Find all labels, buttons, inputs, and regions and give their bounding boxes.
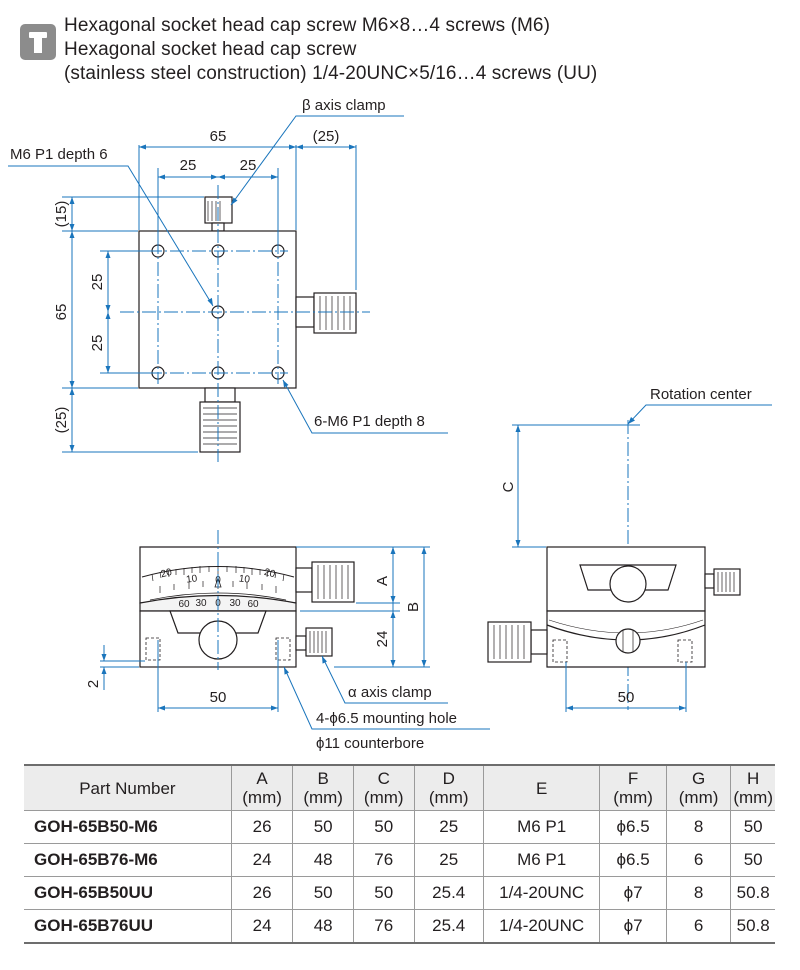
header-line-2: Hexagonal socket head cap screw [64,39,357,60]
cell-d: 25 [413,843,484,877]
cell-h: 50 [730,843,775,877]
scale-upper-20-left: 20 [160,567,174,580]
header: Hexagonal socket head cap screw M6×8…4 s… [18,14,788,90]
dim-offset-top: (15) [53,201,70,228]
scale-lower-30-left: 30 [195,598,207,609]
header-text: Hexagonal socket head cap screw M6×8…4 s… [64,14,597,86]
cell-g: 8 [665,810,732,844]
cell-b: 50 [292,876,354,910]
dim-2: 2 [85,680,102,688]
dim-pitch-lower: 25 [89,335,106,352]
scale-lower-30-right: 30 [229,598,241,609]
dim-c: C [500,481,517,492]
callout-center-tap: M6 P1 depth 6 [10,146,108,163]
header-line-3: (stainless steel construction) 1/4-20UNC… [64,63,598,84]
dim-pitch-right: 25 [240,157,257,174]
callout-counterbore: ϕ11 counterbore [316,735,424,752]
technical-drawing: 65 (25) 25 25 (15) 65 (25) 25 25 β axis … [8,97,772,752]
cell-c: 76 [352,909,415,944]
right-knob [313,292,357,334]
cell-a: 24 [230,843,294,877]
cell-f: ϕ6.5 [599,810,667,844]
side-view: Rotation center C [487,386,772,712]
col-header: B(mm) [292,764,354,811]
cell-e: 1/4-20UNC [482,909,601,944]
cell-h: 50 [730,810,775,844]
dim-height: 65 [53,304,70,321]
cell-a: 26 [230,876,294,910]
callout-alpha-clamp: α axis clamp [348,684,432,701]
cell-b: 48 [292,843,354,877]
dim-offset-bottom: (25) [53,407,70,434]
front-view: 20 10 0 10 20 60 30 0 30 60 [85,530,490,752]
dim-offset-right: (25) [313,128,340,145]
header-line-1: Hexagonal socket head cap screw M6×8…4 s… [64,15,551,36]
dim-a: A [374,576,391,586]
scale-upper-20-right: 20 [263,567,277,580]
cell-c: 50 [352,876,415,910]
cell-f: ϕ7 [599,876,667,910]
dim-width: 65 [210,128,227,145]
scale-upper-10-right: 10 [238,573,251,585]
part-number: GOH-65B50-M6 [24,810,232,844]
hex-screw-icon [20,24,56,60]
dim-24: 24 [374,631,391,648]
dim-b: B [405,602,422,612]
scale-lower-60-right: 60 [247,599,259,610]
front-upper-knob [311,561,355,603]
cell-g: 8 [665,876,732,910]
angle-scale [151,565,285,593]
cell-e: M6 P1 [482,843,601,877]
table-header-row: Part Number A(mm) B(mm) C(mm) D(mm) E F(… [24,764,775,811]
table-row: GOH-65B50-M6 26 50 50 25 M6 P1 ϕ6.5 8 50 [24,810,775,844]
scale-lower-60-left: 60 [178,599,190,610]
cell-e: M6 P1 [482,810,601,844]
col-header: A(mm) [230,764,294,811]
cell-a: 26 [230,810,294,844]
cell-d: 25.4 [413,876,484,910]
part-number: GOH-65B76UU [24,909,232,944]
cell-h: 50.8 [730,876,775,910]
cell-e: 1/4-20UNC [482,876,601,910]
col-header: F(mm) [599,764,667,811]
cell-c: 76 [352,843,415,877]
cell-f: ϕ7 [599,909,667,944]
table-row: GOH-65B76-M6 24 48 76 25 M6 P1 ϕ6.5 6 50 [24,843,775,877]
part-number: GOH-65B76-M6 [24,843,232,877]
top-view: 65 (25) 25 25 (15) 65 (25) 25 25 β axis … [8,97,448,462]
callout-side-taps: 6-M6 P1 depth 8 [314,413,425,430]
cell-g: 6 [665,843,732,877]
spec-table: Part Number A(mm) B(mm) C(mm) D(mm) E F(… [24,764,775,944]
table-row: GOH-65B50UU 26 50 50 25.4 1/4-20UNC ϕ7 8… [24,876,775,910]
col-header: G(mm) [665,764,732,811]
cell-b: 50 [292,810,354,844]
label-rotation-center: Rotation center [650,386,752,403]
cell-c: 50 [352,810,415,844]
scale-upper-10-left: 10 [186,573,199,585]
dim-front-base-width: 50 [210,689,227,706]
dim-pitch-upper: 25 [89,274,106,291]
col-header: D(mm) [413,764,484,811]
part-number: GOH-65B50UU [24,876,232,910]
dim-side-base-width: 50 [618,689,635,706]
cell-g: 6 [665,909,732,944]
cell-d: 25 [413,810,484,844]
cell-h: 50.8 [730,909,775,944]
col-header: Part Number [24,764,232,811]
cell-f: ϕ6.5 [599,843,667,877]
table-row: GOH-65B76UU 24 48 76 25.4 1/4-20UNC ϕ7 6… [24,909,775,944]
dim-pitch-left: 25 [180,157,197,174]
col-header: C(mm) [352,764,415,811]
cell-d: 25.4 [413,909,484,944]
cell-b: 48 [292,909,354,944]
callout-beta-clamp: β axis clamp [302,97,386,114]
side-left-knob [487,621,532,663]
col-header: E [482,764,601,811]
callout-mounting-holes: 4-ϕ6.5 mounting hole [316,710,457,727]
bottom-knob [199,401,241,453]
col-header: H(mm) [730,764,775,811]
cell-a: 24 [230,909,294,944]
